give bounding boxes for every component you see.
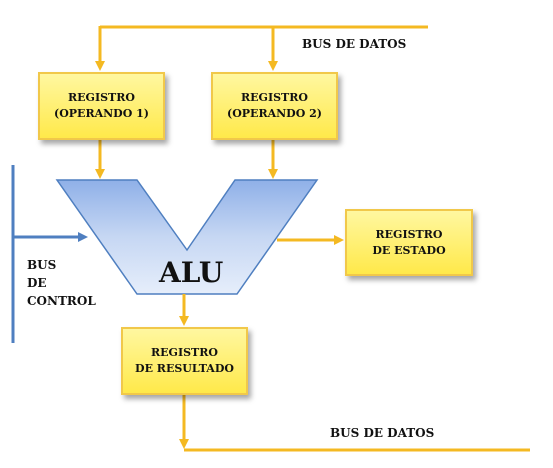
registro-op1-line1: REGISTRO (68, 91, 135, 104)
registro-operando-2: REGISTRO (OPERANDO 2) (211, 72, 338, 140)
registro-resultado-line2: DE RESULTADO (135, 362, 234, 375)
registro-resultado-line1: REGISTRO (151, 346, 218, 359)
control-bus (11, 165, 88, 343)
bus-control-label: BUS DE CONTROL (27, 256, 96, 310)
bus-datos-top-label: BUS DE DATOS (302, 37, 407, 51)
registro-estado-line1: REGISTRO (375, 227, 443, 241)
bus-datos-bottom-label: BUS DE DATOS (330, 426, 435, 440)
registro-operando-1: REGISTRO (OPERANDO 1) (38, 72, 165, 140)
alu-label: ALU (159, 256, 224, 289)
registro-estado-line2: DE ESTADO (372, 243, 446, 257)
bus-control-line2: DE (27, 276, 47, 290)
top-data-bus (95, 25, 428, 71)
registro-op2-line1: REGISTRO (241, 91, 308, 104)
registro-op1-line2: (OPERANDO 1) (54, 107, 149, 120)
bus-control-line1: BUS (27, 258, 57, 272)
registro-resultado: REGISTRO DE RESULTADO (121, 327, 248, 395)
registro-estado: REGISTRO DE ESTADO (345, 209, 473, 276)
register-to-alu-arrows (95, 140, 278, 179)
alu-shape (55, 179, 319, 295)
registro-op2-line2: (OPERANDO 2) (227, 107, 322, 120)
bus-control-line3: CONTROL (27, 294, 96, 308)
bottom-data-bus (179, 395, 530, 452)
